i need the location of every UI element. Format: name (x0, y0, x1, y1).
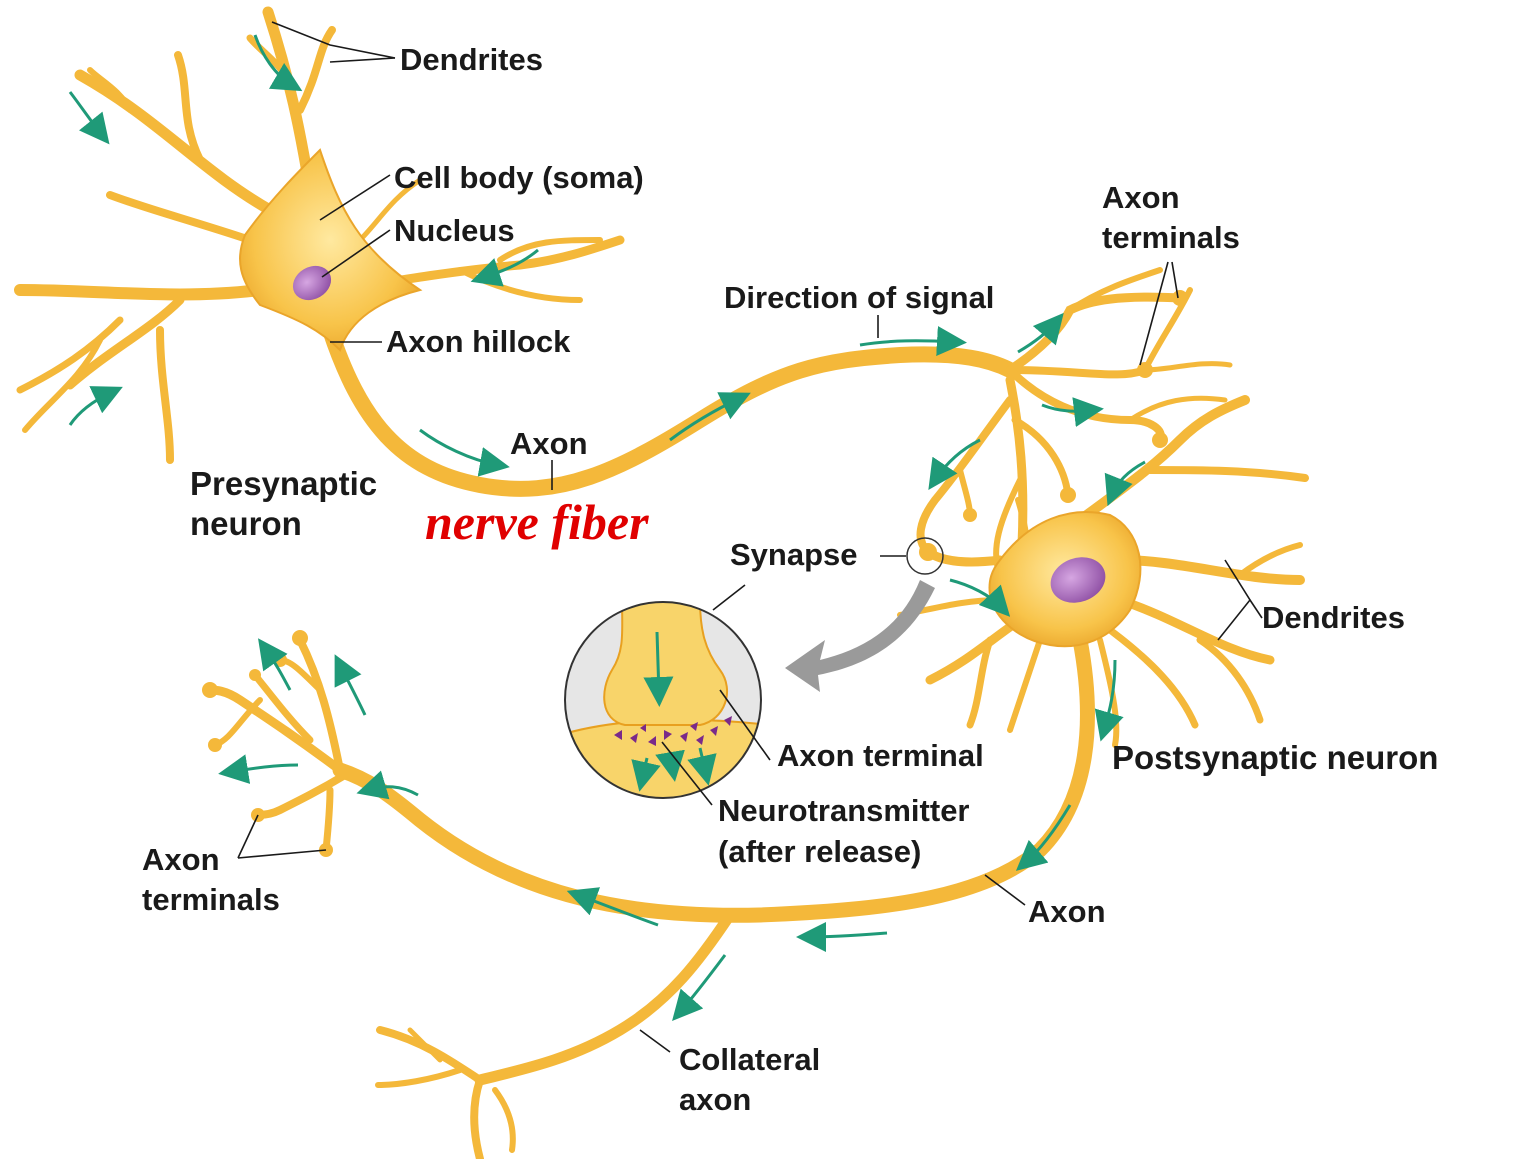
label-nucleus: Nucleus (394, 211, 515, 251)
label-axon-terminals-right-1: Axon (1102, 178, 1180, 218)
presynaptic-soma (240, 150, 420, 350)
label-axon-bottom: Axon (1028, 892, 1106, 932)
label-axon-terminals-left-1: Axon (142, 840, 220, 880)
label-neurotransmitter-1: Neurotransmitter (718, 791, 970, 831)
synapse-inset (560, 600, 770, 810)
label-presynaptic-1: Presynaptic (190, 464, 377, 504)
label-synapse: Synapse (730, 535, 858, 575)
label-presynaptic-2: neuron (190, 504, 302, 544)
label-postsynaptic: Postsynaptic neuron (1112, 738, 1438, 778)
label-collateral-1: Collateral (679, 1040, 820, 1080)
label-axon-terminal: Axon terminal (777, 736, 984, 776)
label-collateral-2: axon (679, 1080, 751, 1120)
zoom-arrow (785, 580, 935, 692)
label-dendrites-right: Dendrites (1262, 598, 1405, 638)
label-nerve-fiber: nerve fiber (425, 494, 649, 550)
label-axon-terminals-right-2: terminals (1102, 218, 1240, 258)
label-cell-body: Cell body (soma) (394, 158, 644, 198)
label-dendrites-top: Dendrites (400, 40, 543, 80)
label-axon-top: Axon (510, 424, 588, 464)
label-axon-terminals-left-2: terminals (142, 880, 280, 920)
label-axon-hillock: Axon hillock (386, 322, 570, 362)
label-direction-of-signal: Direction of signal (724, 278, 994, 318)
label-neurotransmitter-2: (after release) (718, 832, 921, 872)
